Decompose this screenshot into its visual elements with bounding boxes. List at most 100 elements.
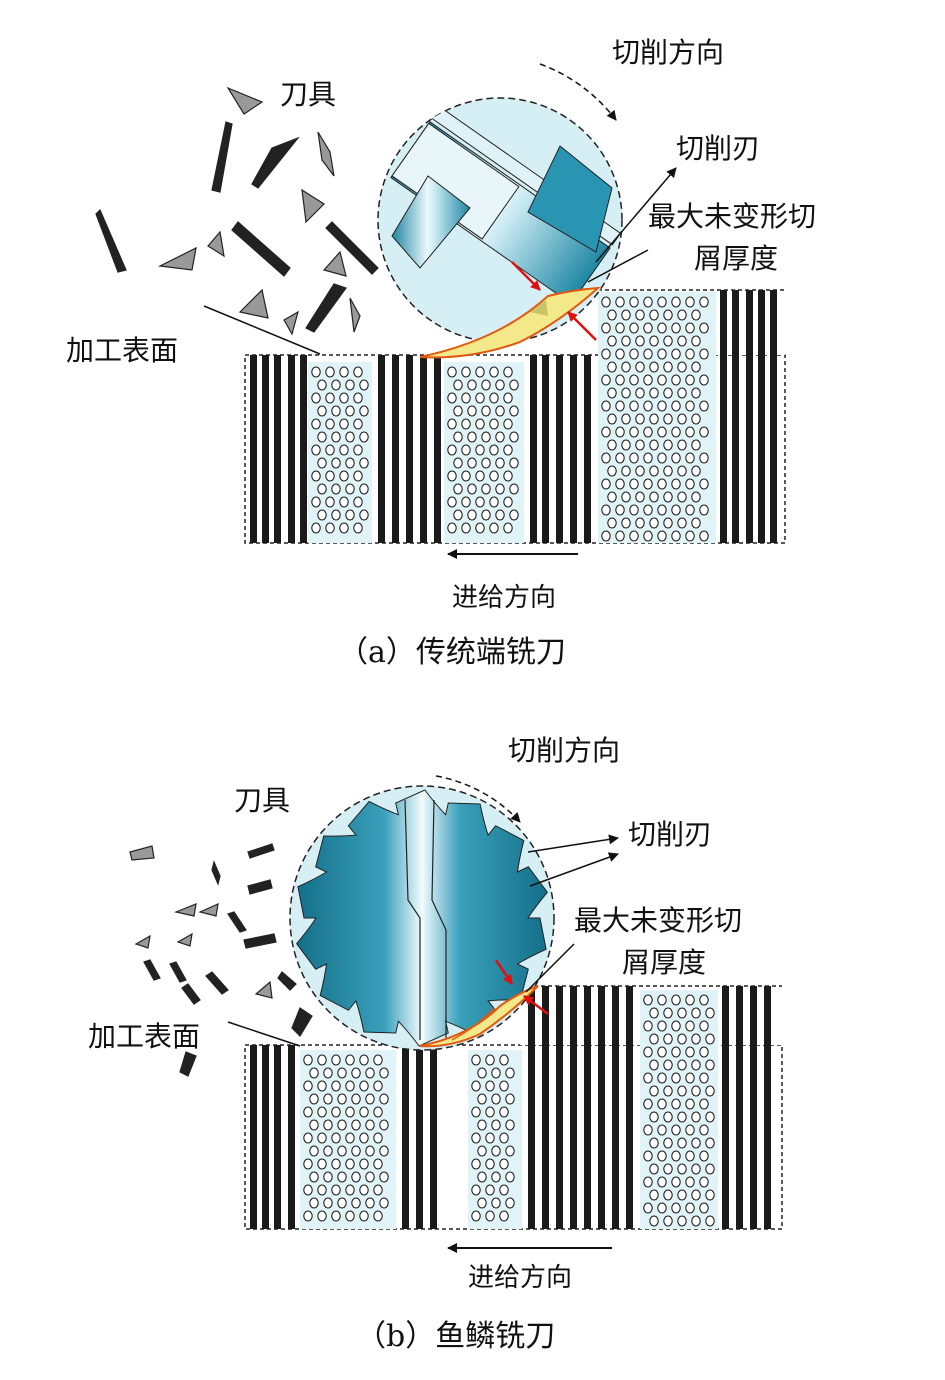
pore <box>471 1054 481 1066</box>
fiber-bar <box>378 355 385 543</box>
pore <box>467 379 477 391</box>
fiber-bar <box>392 355 399 543</box>
pore <box>331 1054 341 1066</box>
fiber-bar <box>626 986 633 1229</box>
pore <box>691 309 701 321</box>
pore <box>323 1093 333 1105</box>
workpiece-b <box>244 985 783 1230</box>
pore <box>359 1054 369 1066</box>
pore <box>649 1215 659 1227</box>
pore <box>317 1080 327 1092</box>
pore <box>447 496 457 508</box>
pore <box>705 1215 715 1227</box>
pore <box>691 1189 701 1201</box>
pore <box>317 379 327 391</box>
pore <box>359 1184 369 1196</box>
fiber-bar <box>598 986 605 1229</box>
pore <box>309 1171 319 1183</box>
pore <box>489 496 499 508</box>
pore <box>475 496 485 508</box>
pore <box>379 1093 389 1105</box>
pore <box>503 522 513 534</box>
pore <box>663 1033 673 1045</box>
pore <box>649 1007 659 1019</box>
pore <box>461 366 471 378</box>
pore <box>643 322 653 334</box>
pore <box>325 522 335 534</box>
pore <box>657 504 667 516</box>
pore <box>351 1145 361 1157</box>
pore <box>379 1145 389 1157</box>
pore <box>311 444 321 456</box>
pore <box>685 1124 695 1136</box>
pore <box>467 457 477 469</box>
pore <box>447 366 457 378</box>
pore <box>643 1124 653 1136</box>
pore <box>621 335 631 347</box>
pore <box>317 405 327 417</box>
pore <box>705 1163 715 1175</box>
pore <box>331 1106 341 1118</box>
fiber-bar <box>402 1045 409 1229</box>
pore <box>345 379 355 391</box>
pore <box>447 522 457 534</box>
pore <box>657 296 667 308</box>
pore <box>657 994 667 1006</box>
pore <box>317 457 327 469</box>
pore <box>345 509 355 521</box>
pore <box>649 517 659 529</box>
pore <box>373 1210 383 1222</box>
pore <box>671 994 681 1006</box>
pore <box>489 392 499 404</box>
pore <box>471 1184 481 1196</box>
pore <box>485 1184 495 1196</box>
pore <box>475 444 485 456</box>
pore <box>629 426 639 438</box>
pore <box>489 470 499 482</box>
pore <box>607 335 617 347</box>
pore <box>499 1106 509 1118</box>
pore <box>353 392 363 404</box>
chips-b <box>129 843 313 1077</box>
pore <box>699 322 709 334</box>
pore <box>635 387 645 399</box>
pore <box>691 1059 701 1071</box>
pore <box>685 1176 695 1188</box>
pore <box>643 348 653 360</box>
pore <box>345 1210 355 1222</box>
pore <box>621 361 631 373</box>
pore <box>323 1067 333 1079</box>
pore <box>615 478 625 490</box>
pore <box>691 1007 701 1019</box>
pore <box>461 392 471 404</box>
pore <box>489 366 499 378</box>
fiber-bar <box>288 1045 295 1229</box>
pore <box>691 517 701 529</box>
pore <box>359 1158 369 1170</box>
pore <box>635 517 645 529</box>
pore <box>671 348 681 360</box>
pore <box>485 1106 495 1118</box>
pore <box>503 392 513 404</box>
pore <box>635 491 645 503</box>
pore <box>677 439 687 451</box>
fiber-bar <box>274 1045 281 1229</box>
pore <box>643 478 653 490</box>
pore <box>663 517 673 529</box>
pore <box>699 994 709 1006</box>
pore <box>643 504 653 516</box>
pore <box>607 517 617 529</box>
pore <box>607 439 617 451</box>
pore <box>481 405 491 417</box>
pore <box>685 530 695 542</box>
pore <box>601 348 611 360</box>
pore <box>491 1171 501 1183</box>
pore <box>477 1119 487 1131</box>
pore <box>663 1163 673 1175</box>
pore <box>671 1176 681 1188</box>
pore <box>461 496 471 508</box>
pore <box>467 405 477 417</box>
pore <box>629 296 639 308</box>
pore <box>657 530 667 542</box>
pore <box>699 1202 709 1214</box>
